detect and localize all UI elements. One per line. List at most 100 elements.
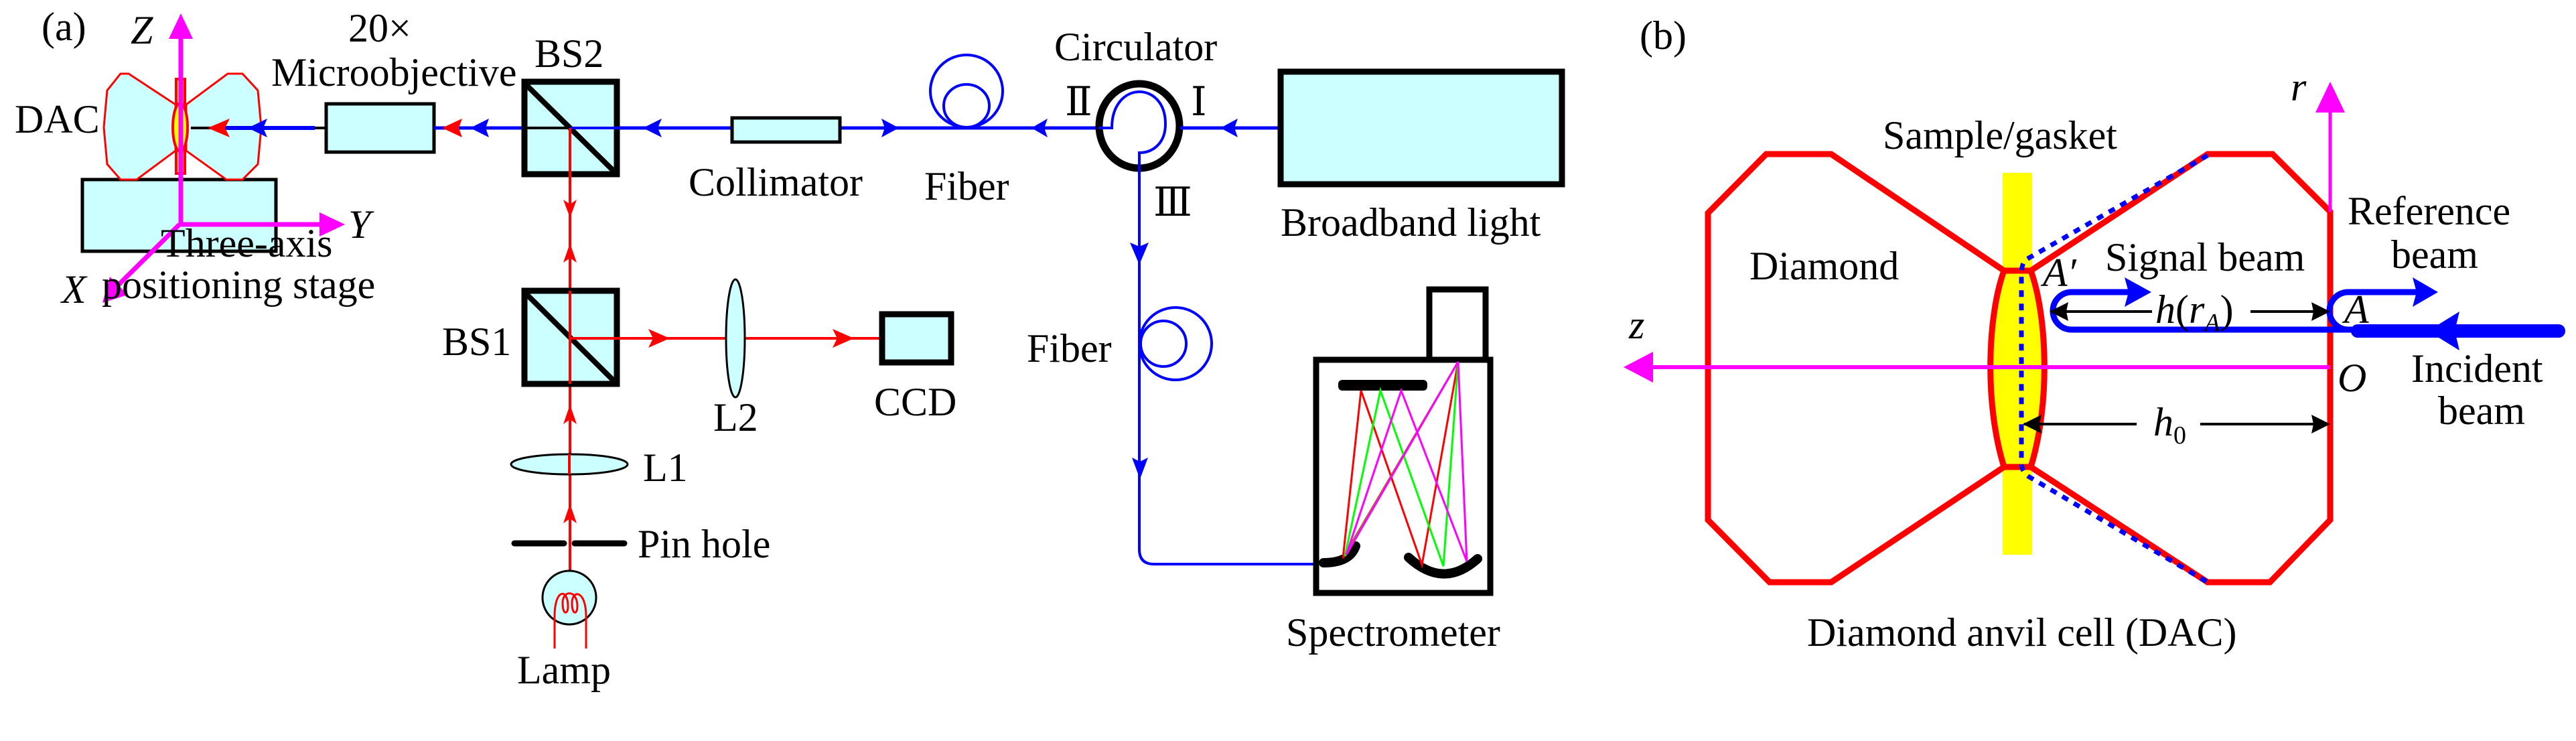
signal-beam-label: Signal beam — [2105, 235, 2305, 279]
h0-dimension: h0 — [2023, 400, 2330, 450]
fiber-coil-top — [929, 54, 1004, 129]
lamp-bulb — [541, 569, 597, 626]
blue-arrow-port3 — [1130, 243, 1149, 265]
z-axis-label-b: z — [1628, 303, 1644, 347]
stage-label-line1: Three-axis — [161, 221, 333, 265]
ccd — [879, 311, 954, 366]
red-arrow-up-2 — [563, 405, 577, 424]
broadband-light-source — [1277, 68, 1565, 188]
h-ra-close: ) — [2220, 287, 2234, 332]
mirror-left — [1319, 541, 1360, 567]
stage-label-line2: positioning stage — [102, 263, 375, 307]
port-3-label: Ⅲ — [1153, 180, 1192, 224]
reference-beam — [2326, 289, 2425, 333]
h0-arrow-left — [2023, 415, 2042, 433]
h0-h: h — [2153, 400, 2173, 444]
r-axis-arrowhead — [2315, 82, 2345, 113]
h0-arrow-right — [2311, 415, 2330, 433]
lens-l2 — [725, 278, 746, 399]
blue-arrow-dac — [248, 119, 267, 137]
red-arrow-objective — [442, 119, 462, 137]
port-1-label: Ⅰ — [1191, 80, 1207, 124]
reference-beam-arrowhead — [2413, 277, 2438, 307]
spectrometer-slit-housing — [1426, 286, 1489, 364]
blue-arrow-port2 — [1031, 119, 1048, 137]
objective-label: Microobjective — [271, 50, 517, 94]
microobjective — [324, 102, 436, 154]
point-a-prime-label: A′ — [2040, 251, 2077, 295]
h-ra-label: h(rA) — [2155, 287, 2234, 337]
port-2-label: Ⅱ — [1065, 80, 1092, 124]
bs1-label: BS1 — [442, 320, 511, 364]
y-axis-label: Y — [348, 202, 374, 247]
circulator — [1095, 80, 1184, 172]
z-axis-label: Z — [131, 8, 153, 52]
h-ra-dimension: h(rA) — [2050, 287, 2330, 337]
h0-label: h0 — [2153, 400, 2186, 450]
h-ra-h: h — [2155, 287, 2175, 332]
red-arrow-dac — [208, 119, 230, 137]
reference-beam-label-1: Reference — [2348, 189, 2510, 233]
blue-arrow-bs2 — [643, 119, 662, 137]
fiber-bottom-label: Fiber — [1027, 326, 1112, 370]
x-axis-label: X — [60, 267, 88, 312]
panel-a-label: (a) — [42, 5, 86, 49]
incident-beam-arrowhead — [2428, 312, 2459, 350]
circulator-label: Circulator — [1054, 25, 1217, 69]
h-ra-r: r — [2189, 287, 2205, 332]
l2-label: L2 — [713, 395, 758, 440]
lamp-filament — [553, 592, 587, 649]
blue-arrow-objective — [470, 119, 489, 137]
red-arrow-l2 — [648, 329, 670, 348]
xyz-axes: Z Y X — [60, 8, 374, 312]
broadband-label: Broadband light — [1281, 200, 1541, 245]
panel-a: (a) DAC Z Y X Three-axis positioning sta… — [15, 5, 1565, 692]
incident-beam-label-1: Incident — [2411, 346, 2543, 391]
spectrometer-label: Spectrometer — [1286, 610, 1500, 655]
diamond-label: Diamond — [1749, 244, 1899, 288]
red-arrow-up-1 — [563, 243, 577, 263]
h-ra-arrow-right — [2311, 302, 2330, 321]
z-axis-arrowhead — [169, 13, 193, 39]
sample-gasket-label: Sample/gasket — [1883, 113, 2117, 157]
collimator-label: Collimator — [689, 160, 863, 204]
h-ra-sub: A — [2202, 309, 2220, 337]
red-arrow-ccd — [833, 329, 854, 348]
circulator-path — [1098, 90, 1167, 171]
dac-left-diamond — [102, 72, 177, 181]
reference-beam-label-2: beam — [2391, 232, 2478, 277]
incident-beam-label-2: beam — [2438, 389, 2525, 433]
spectrometer — [1313, 286, 1494, 596]
ray-magenta — [1345, 361, 1468, 562]
l1-label: L1 — [643, 446, 688, 490]
mirror-right — [1404, 553, 1482, 579]
panel-b-label: (b) — [1640, 13, 1687, 58]
fiber-coil-bottom — [1138, 306, 1213, 381]
z-axis-arrowhead-b — [1624, 352, 1653, 383]
pinhole-label: Pin hole — [638, 522, 770, 566]
blue-arrow-fiber — [881, 119, 899, 137]
blue-arrow-source — [1220, 119, 1238, 137]
dac-label: DAC — [15, 97, 100, 141]
h-ra-open: ( — [2175, 287, 2189, 332]
signal-beam-arrowhead — [2125, 277, 2151, 307]
lamp — [541, 569, 597, 649]
h0-sub: 0 — [2173, 421, 2186, 450]
red-arrow-up-3 — [563, 504, 577, 523]
beam-port3-spectrometer — [1138, 169, 1316, 565]
fiber-top-label: Fiber — [924, 164, 1009, 208]
red-arrow-down — [563, 200, 577, 218]
ccd-label: CCD — [874, 380, 956, 424]
x-axis-arrowhead — [102, 277, 128, 303]
lamp-label: Lamp — [517, 648, 611, 692]
dac-caption: Diamond anvil cell (DAC) — [1807, 610, 2237, 655]
grating — [1338, 380, 1427, 391]
h-ra-arrow-left — [2050, 302, 2068, 321]
y-axis-arrowhead — [319, 212, 345, 237]
x-axis — [113, 222, 182, 290]
panel-b: (b) z r Sample/gasket Diamond Signal bea… — [1624, 13, 2565, 655]
blue-arrow-spectrometer — [1132, 458, 1148, 479]
collimator — [730, 116, 842, 144]
bs2-label: BS2 — [534, 31, 603, 76]
